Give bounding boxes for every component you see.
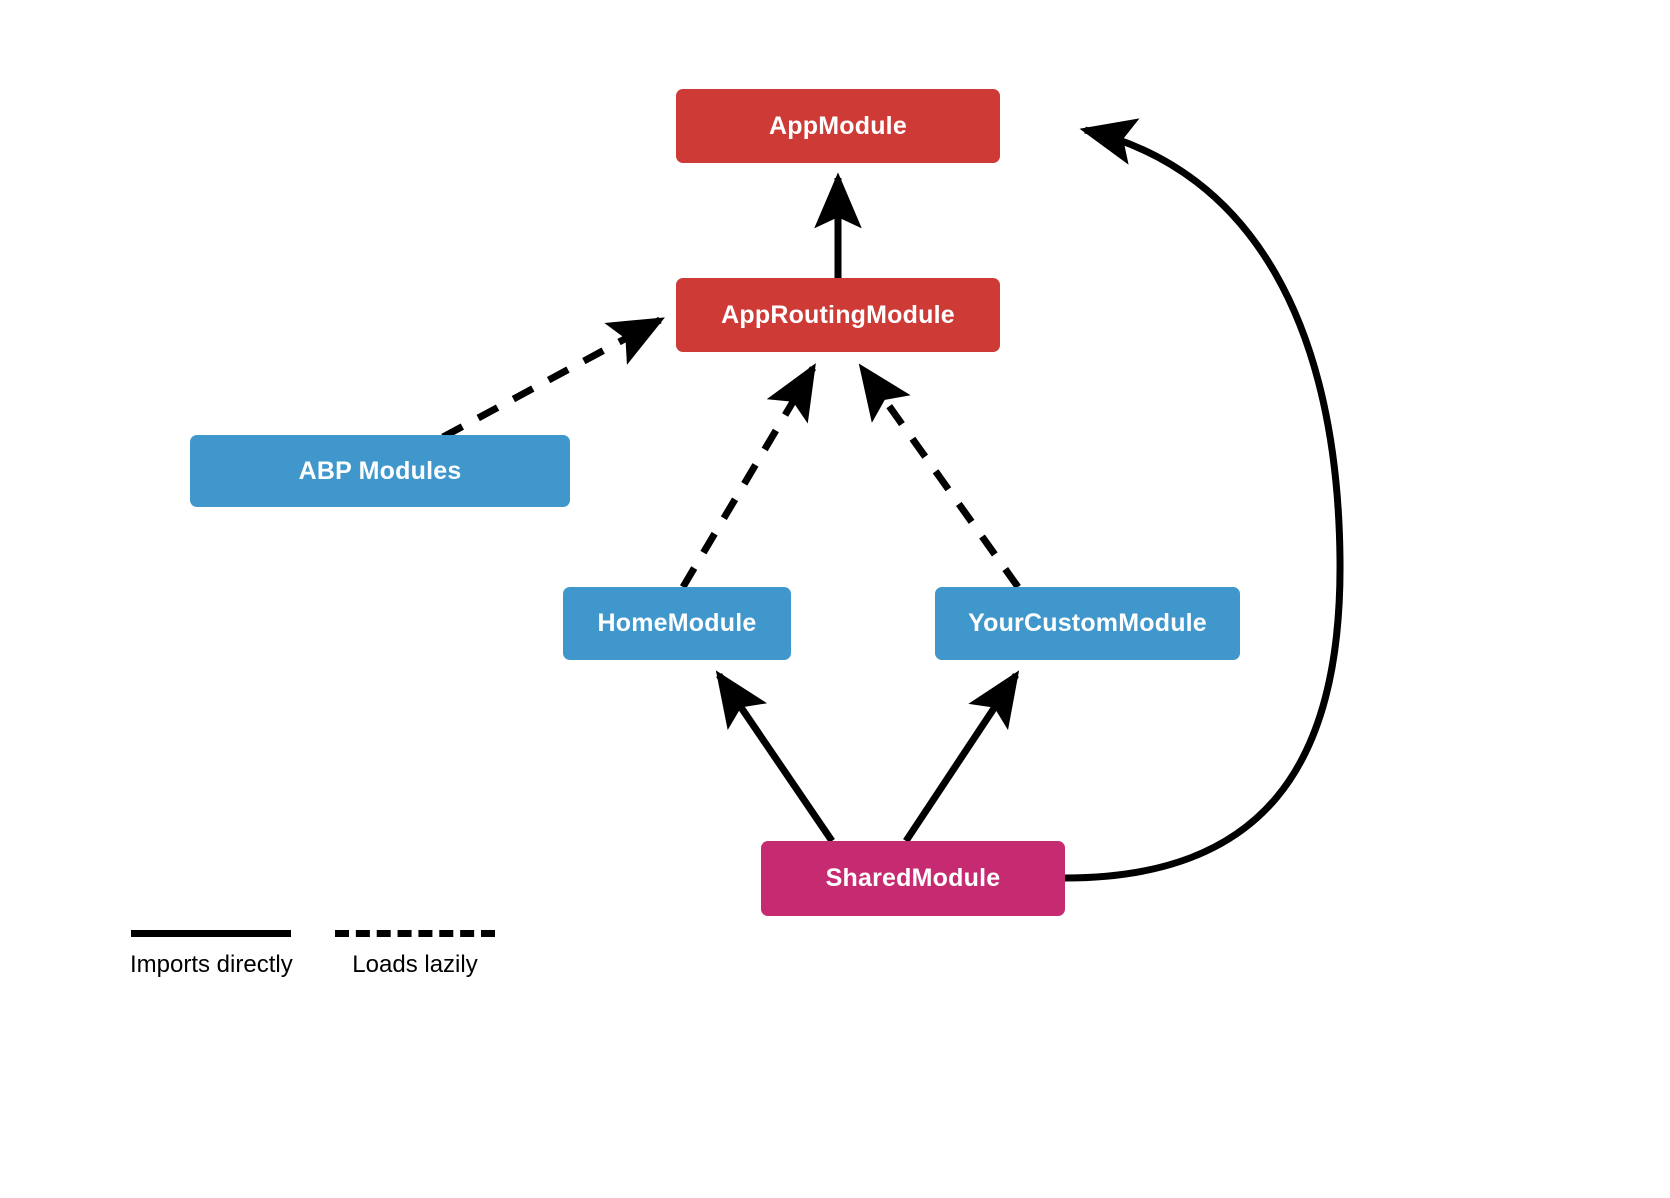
legend: Imports directly Loads lazily xyxy=(130,930,550,1010)
edge-abp-to-approuting xyxy=(441,316,665,441)
legend-item-loads-lazily: Loads lazily xyxy=(335,930,495,979)
legend-label-imports-directly: Imports directly xyxy=(130,951,293,978)
edge-shared-to-yourcustom xyxy=(903,670,1020,843)
legend-label-loads-lazily: Loads lazily xyxy=(352,951,478,978)
node-app-routing-module[interactable]: AppRoutingModule xyxy=(676,278,1000,352)
edge-yourcustom-to-approuting xyxy=(858,363,1021,590)
legend-item-imports-directly: Imports directly xyxy=(130,930,293,979)
solid-line-icon xyxy=(131,930,292,937)
edge-shared-to-home xyxy=(715,670,835,843)
node-shared-module[interactable]: SharedModule xyxy=(761,841,1065,916)
node-your-custom-module-label: YourCustomModule xyxy=(968,609,1207,637)
edge-shared-to-appmodule-curve xyxy=(1064,118,1344,882)
node-app-routing-module-label: AppRoutingModule xyxy=(721,300,955,329)
node-shared-module-label: SharedModule xyxy=(825,864,1001,892)
node-app-module[interactable]: AppModule xyxy=(676,89,1000,163)
node-home-module[interactable]: HomeModule xyxy=(563,587,791,660)
edge-home-to-approuting xyxy=(679,363,817,589)
node-app-module-label: AppModule xyxy=(769,111,907,140)
dashed-line-icon xyxy=(335,930,495,937)
node-abp-modules-label: ABP Modules xyxy=(298,456,462,485)
node-abp-modules[interactable]: ABP Modules xyxy=(190,435,570,507)
node-your-custom-module[interactable]: YourCustomModule xyxy=(935,587,1240,660)
node-home-module-label: HomeModule xyxy=(597,609,757,637)
